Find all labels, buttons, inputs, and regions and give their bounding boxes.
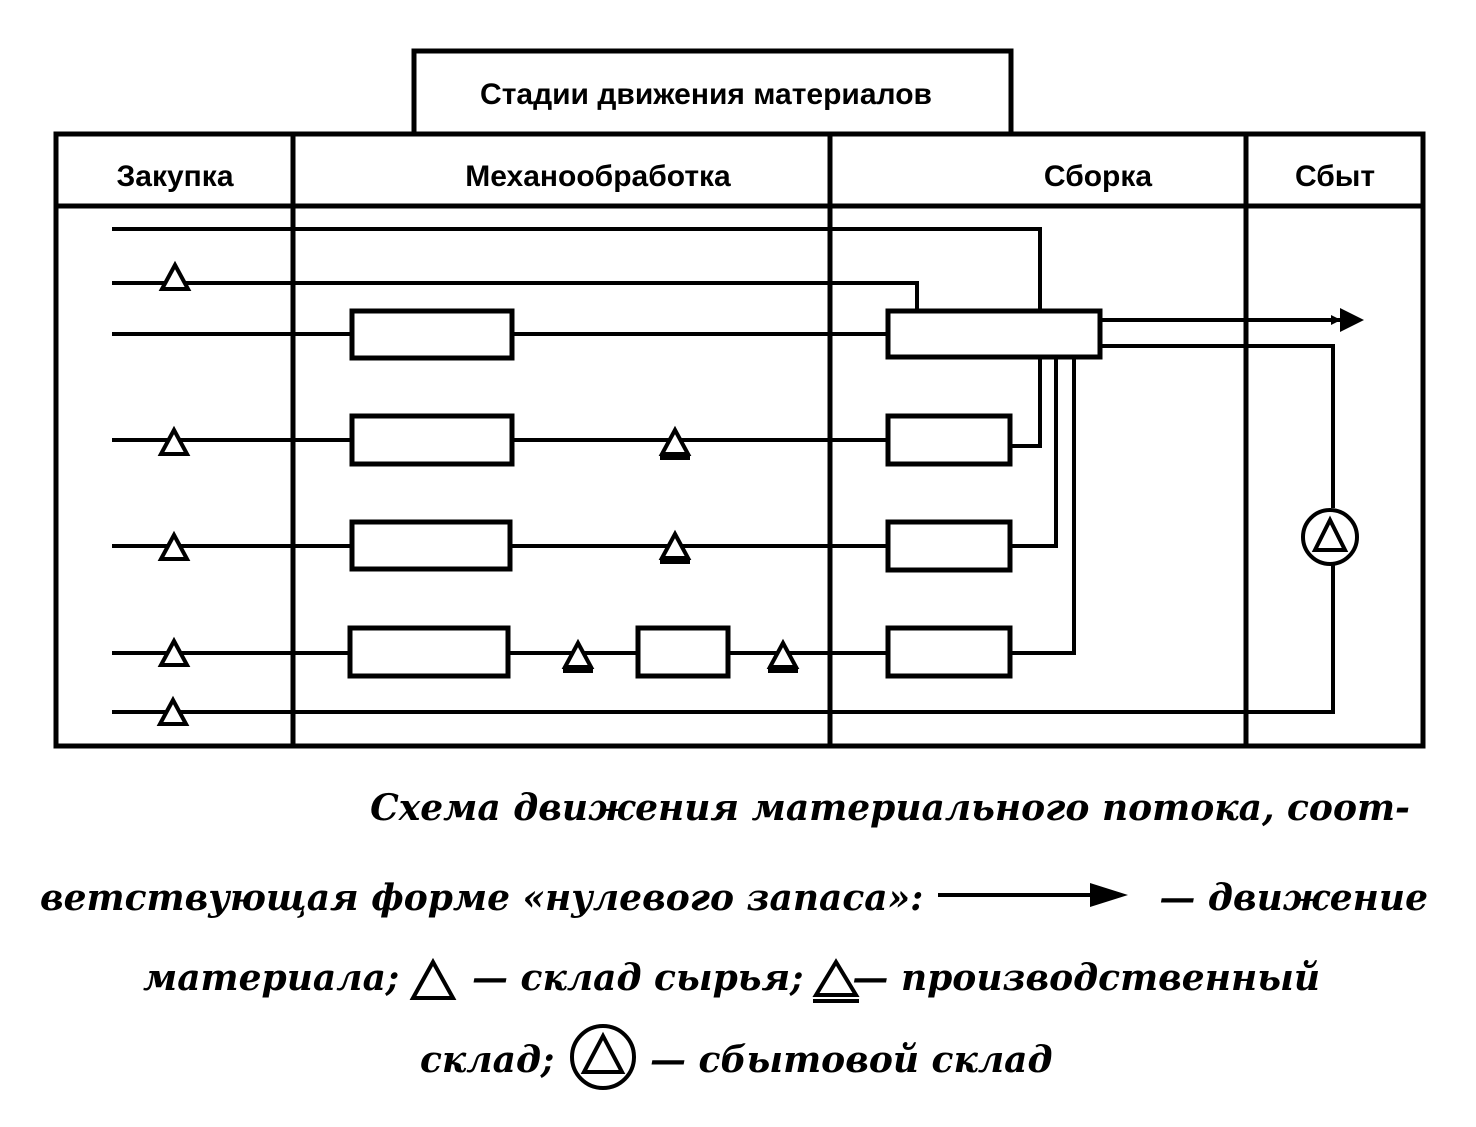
caption-line-1: Схема движения материального потока, соо… <box>370 787 1410 829</box>
flow-line-sales <box>1100 344 1335 508</box>
legend-production-warehouse-icon <box>812 958 860 1003</box>
caption: Схема движения материального потока, соо… <box>40 787 1428 1090</box>
raw-warehouse-icon <box>156 695 190 726</box>
assembly-block-main <box>885 308 1103 360</box>
caption-line-2b: — движение <box>1159 877 1428 919</box>
stage-header-purchase: Закупка <box>117 160 234 193</box>
caption-line-3a: материала; <box>143 957 399 999</box>
legend-sales-warehouse-icon <box>570 1024 636 1090</box>
machining-block-4 <box>347 625 511 679</box>
machining-block-5 <box>635 625 731 679</box>
raw-warehouse-icon <box>157 636 191 667</box>
caption-line-2a: ветствующая форме «нулевого запаса»: <box>40 877 923 919</box>
stage-header-machining: Механообработка <box>465 160 731 193</box>
flow-line-4-out <box>1010 357 1042 448</box>
flow-line-6-out <box>1010 357 1076 655</box>
raw-warehouse-icon <box>157 530 191 561</box>
caption-line-4b: — сбытовой склад <box>650 1039 1053 1081</box>
raw-warehouse-icon <box>158 260 192 291</box>
caption-line-3b: — склад сырья; <box>472 957 803 999</box>
production-warehouse-icon <box>766 638 800 673</box>
legend-raw-warehouse-icon <box>409 957 457 1000</box>
production-warehouse-icon <box>658 529 692 564</box>
flow-line-5-out <box>1010 357 1058 548</box>
raw-warehouses <box>156 260 192 726</box>
legend-arrow-icon <box>938 883 1128 907</box>
assembly-block-3 <box>885 519 1013 573</box>
stage-header-sales: Сбыт <box>1295 160 1375 193</box>
stage-header-assembly: Сборка <box>1044 160 1152 193</box>
assembly-block-2 <box>885 413 1013 467</box>
sales-warehouse-icon <box>1301 508 1359 566</box>
flow-line-1 <box>112 227 1042 311</box>
production-warehouse-icon <box>658 425 692 460</box>
diagram-title: Стадии движения материалов <box>480 78 932 111</box>
assembly-block-4 <box>885 625 1013 679</box>
arrowhead-main <box>1340 308 1364 332</box>
machining-block-2 <box>349 413 515 467</box>
flow-lines <box>112 227 1364 714</box>
machining-block-1 <box>349 308 515 361</box>
production-warehouse-icon <box>561 638 595 673</box>
raw-warehouse-icon <box>157 425 191 456</box>
production-warehouses <box>561 425 800 673</box>
flow-line-2 <box>112 281 919 311</box>
title-box: Стадии движения материалов <box>411 48 1014 137</box>
machining-block-3 <box>349 519 513 572</box>
process-blocks <box>347 308 1103 679</box>
flow-line-7 <box>112 565 1335 714</box>
caption-line-3c: — производственный <box>852 957 1320 999</box>
caption-line-4a: склад; <box>420 1039 554 1081</box>
